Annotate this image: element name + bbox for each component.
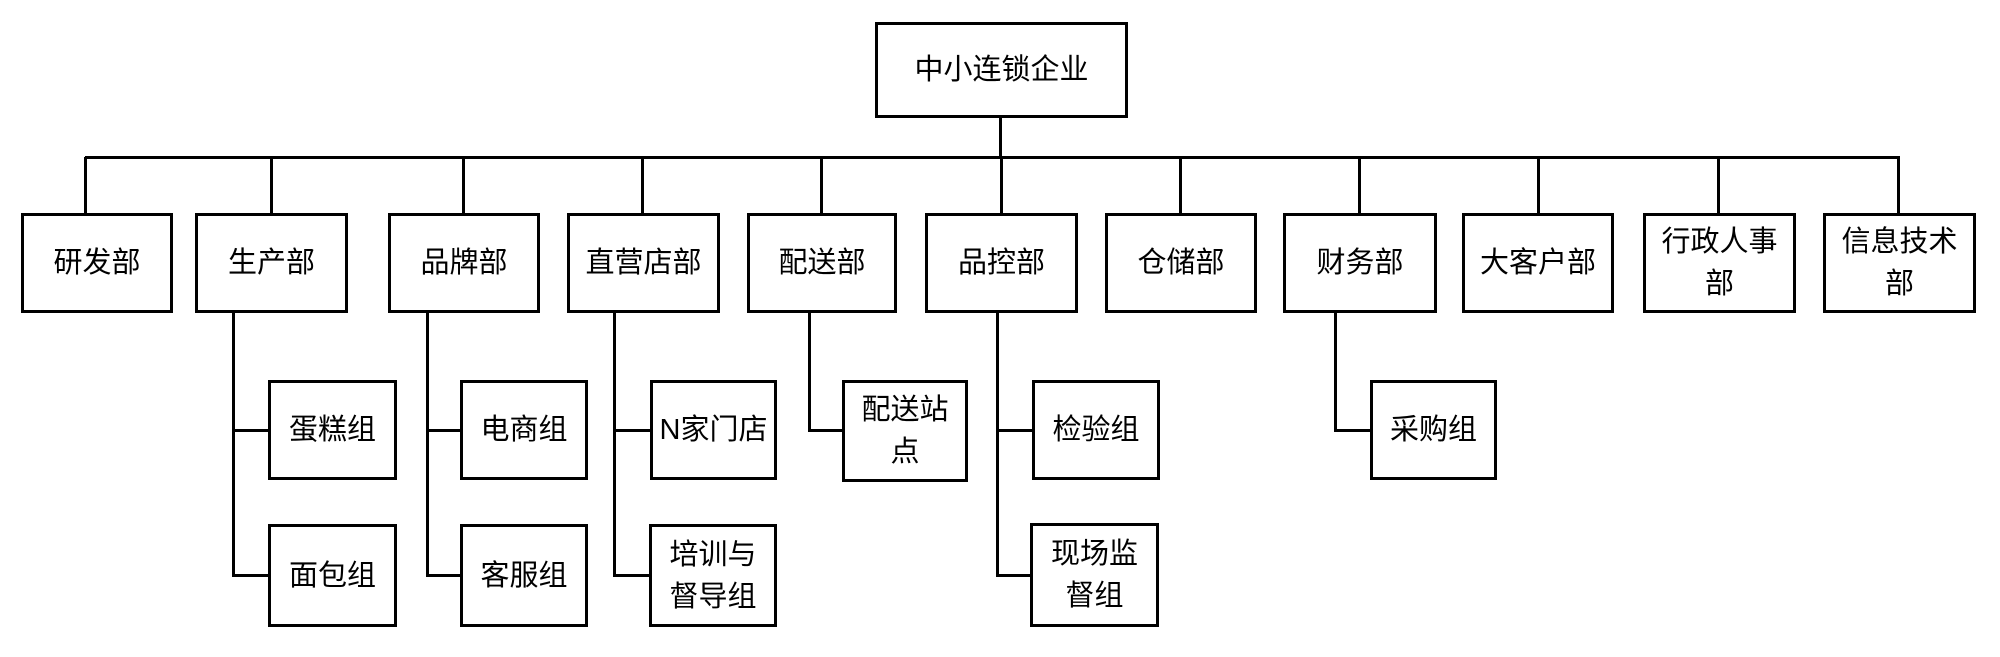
connector-drop-production <box>270 157 273 213</box>
connector-quality-control-stub-1 <box>999 429 1032 432</box>
node-dept-key-account: 大客户部 <box>1462 213 1614 313</box>
node-company-root: 中小连锁企业 <box>875 22 1128 118</box>
connector-drop-finance <box>1358 157 1361 213</box>
connector-production-stub-2 <box>235 574 268 577</box>
connector-bus <box>85 156 1900 159</box>
connector-drop-admin-hr <box>1717 157 1720 213</box>
node-team-customer-service: 客服组 <box>460 524 588 627</box>
connector-drop-warehouse <box>1179 157 1182 213</box>
node-team-onsite-supervision: 现场监督组 <box>1030 523 1159 627</box>
connector-drop-key-account <box>1537 157 1540 213</box>
connector-direct-store-stub-1 <box>616 429 650 432</box>
node-dept-quality-control: 品控部 <box>925 213 1078 313</box>
node-team-cake: 蛋糕组 <box>268 380 397 480</box>
connector-direct-store-stub-2 <box>616 574 649 577</box>
connector-drop-distribution <box>820 157 823 213</box>
connector-production-vertical <box>232 313 235 577</box>
connector-drop-rd <box>84 157 87 213</box>
node-dept-production: 生产部 <box>195 213 348 313</box>
connector-production-stub-1 <box>235 429 268 432</box>
node-dept-direct-store: 直营店部 <box>567 213 720 313</box>
node-team-ecommerce: 电商组 <box>460 380 588 480</box>
node-team-bread: 面包组 <box>268 524 397 627</box>
connector-drop-quality-control <box>1000 157 1003 213</box>
connector-brand-stub-2 <box>429 574 460 577</box>
connector-drop-direct-store <box>641 157 644 213</box>
connector-quality-control-vertical <box>996 313 999 577</box>
node-team-procurement: 采购组 <box>1370 380 1497 480</box>
node-dept-finance: 财务部 <box>1283 213 1437 313</box>
connector-brand-stub-1 <box>429 429 460 432</box>
node-team-training-supervision: 培训与督导组 <box>649 524 777 627</box>
node-dept-brand: 品牌部 <box>388 213 540 313</box>
connector-distribution-vertical <box>808 313 811 432</box>
node-dept-warehouse: 仓储部 <box>1105 213 1257 313</box>
connector-distribution-stub-1 <box>811 429 842 432</box>
connector-quality-control-stub-2 <box>999 574 1030 577</box>
connector-finance-stub-1 <box>1337 429 1370 432</box>
node-dept-rd: 研发部 <box>21 213 173 313</box>
node-dept-distribution: 配送部 <box>747 213 897 313</box>
node-team-inspection: 检验组 <box>1032 380 1160 480</box>
node-team-n-stores: N家门店 <box>650 380 777 480</box>
connector-root-drop <box>999 118 1002 158</box>
connector-drop-it <box>1897 157 1900 213</box>
connector-brand-vertical <box>426 313 429 577</box>
connector-finance-vertical <box>1334 313 1337 432</box>
connector-drop-brand <box>462 157 465 213</box>
node-dept-admin-hr: 行政人事部 <box>1643 213 1796 313</box>
connector-direct-store-vertical <box>613 313 616 577</box>
node-dept-it: 信息技术部 <box>1823 213 1976 313</box>
node-team-distribution-station: 配送站点 <box>842 380 968 482</box>
